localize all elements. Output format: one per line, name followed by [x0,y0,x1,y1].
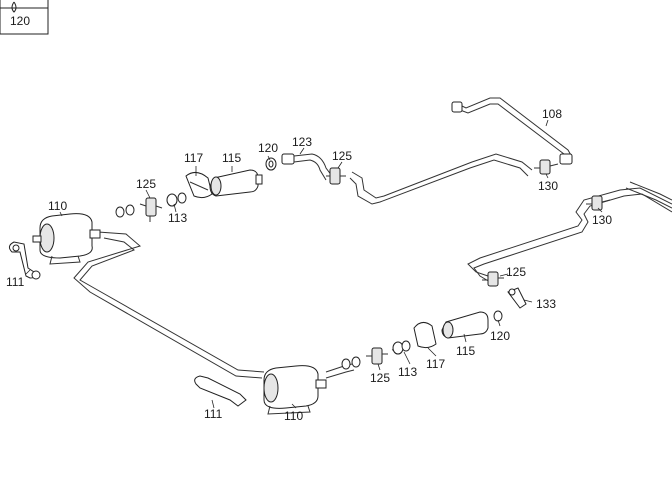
callout-120-top: 120 [258,141,278,155]
callout-113-bottom: 113 [398,365,417,379]
callout-125-bottom: 125 [370,371,390,385]
callout-117-top: 117 [184,151,203,165]
callout-130-right: 130 [592,213,612,227]
fuel-pump-115-top [209,169,263,197]
hose-133 [507,287,527,309]
callout-125-top-left: 125 [136,177,156,191]
right-fuel-line [467,181,672,283]
callout-108: 108 [542,107,562,121]
callout-111-bottom: 111 [204,407,223,421]
callout-125-right: 125 [506,265,526,279]
ring-120-top [265,157,277,171]
fuel-pump-115-bottom [441,311,489,339]
callout-125-top-mid: 125 [332,149,352,163]
callout-110-left: 110 [48,199,67,213]
legend-box-label: 120 [10,14,30,28]
callout-120-bottom: 120 [490,329,510,343]
connector-125-top-mid [326,167,346,185]
callout-117-bottom: 117 [426,357,445,371]
fuel-filter-110-left [32,213,101,265]
clamp-117-bottom [413,322,437,349]
washers-left [115,204,135,218]
hose-111-bottom [194,375,247,407]
fuel-filter-110-bottom [263,365,327,415]
callout-113-top: 113 [168,211,187,225]
return-pipe-108 [451,97,573,165]
clamp-117-top [185,172,213,199]
connector-125-right [482,271,504,287]
lower-fuel-line [73,231,409,379]
hose-111-left [8,241,41,280]
washers-bottom [341,356,361,370]
callout-115-top: 115 [222,151,241,165]
washer-113-left [166,192,187,207]
callout-111-left: 111 [6,275,25,289]
fitting-130-top [534,159,559,175]
connector-125-bottom [366,347,388,365]
legend-box: 120 [0,0,49,35]
hose-123 [281,153,333,181]
washer-113-bottom [392,340,411,355]
ring-120-bottom [493,310,503,322]
connector-125-left [139,197,163,222]
callout-labels: 108 110 110 111 111 113 113 115 115 117 … [6,107,612,423]
callout-115-bottom: 115 [456,344,475,358]
callout-133: 133 [536,297,556,311]
leader-lines [25,119,603,409]
upper-fuel-line [349,153,533,205]
fitting-130-right [586,195,611,211]
callout-110-bottom: 110 [284,409,303,423]
callout-130-top: 130 [538,179,558,193]
callout-123: 123 [292,135,312,149]
